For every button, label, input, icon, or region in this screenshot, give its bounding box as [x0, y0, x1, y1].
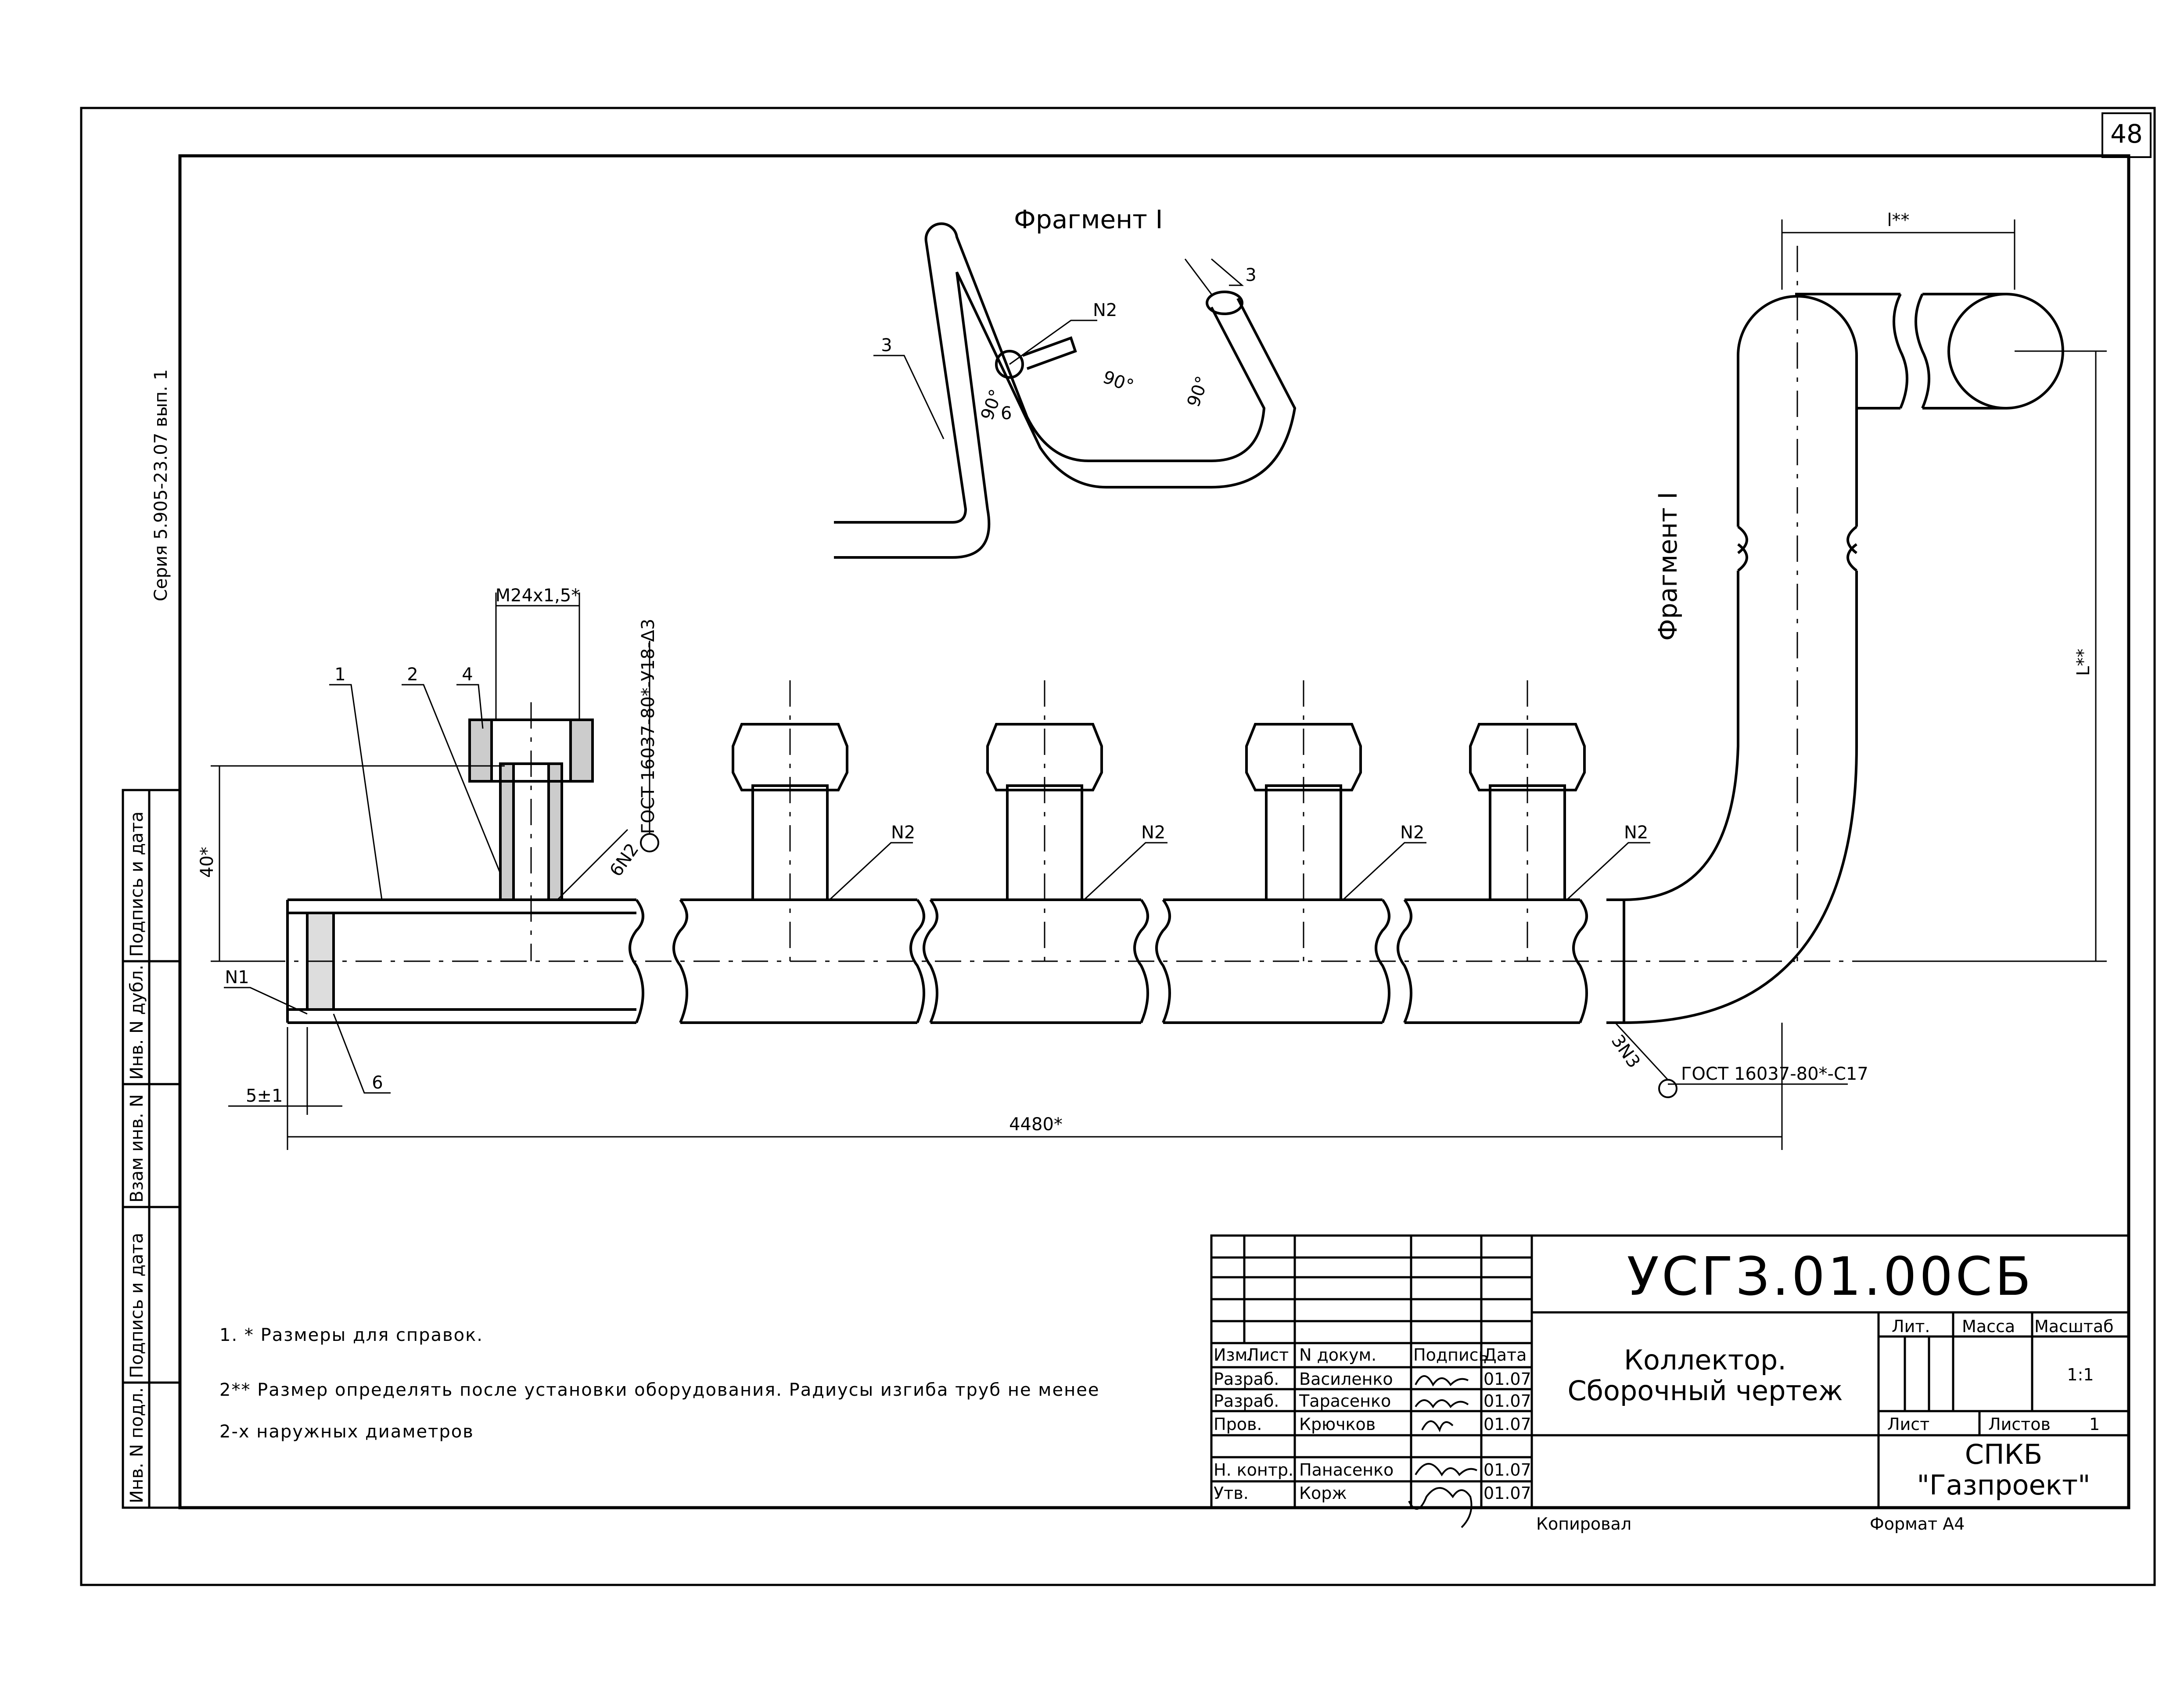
title-line-2: Сборочный чертеж — [1567, 1375, 1843, 1407]
callout-3-left: 3 — [881, 335, 892, 356]
row-5-role: Утв. — [1214, 1484, 1249, 1503]
row-2-name: Тарасенко — [1299, 1391, 1391, 1411]
dim-thread: M24x1,5* — [496, 586, 580, 606]
dim-length: 4480* — [1009, 1114, 1063, 1135]
dim-gap: 5±1 — [246, 1086, 283, 1106]
note-3: 2-х наружных диаметров — [219, 1422, 474, 1442]
org-line-1: СПКБ — [1965, 1438, 2042, 1470]
note-1: 1. * Размеры для справок. — [219, 1325, 483, 1345]
callout-n2-1: N2 — [891, 823, 915, 843]
callout-6-frag: 6 — [1001, 403, 1012, 424]
strip-inv-dubl: Инв. N дубл. — [127, 965, 147, 1080]
fragment-sketch — [834, 222, 1297, 559]
dim-height: 40* — [197, 847, 217, 878]
nipple-center-lines — [530, 680, 1528, 961]
col-data: Дата — [1484, 1345, 1527, 1365]
left-strip — [122, 789, 181, 1509]
weld-1-std: ГОСТ 16037-80*-У18-Δ3 — [638, 619, 658, 834]
footer-copied: Копировал — [1536, 1514, 1631, 1534]
dim-l-top: l** — [1887, 210, 1909, 230]
callout-n1: N1 — [225, 967, 249, 988]
page-number: 48 — [2110, 119, 2143, 149]
scale-label: Масштаб — [2034, 1317, 2114, 1336]
leader-lines — [224, 258, 1848, 1094]
sheets-label: Листов — [1988, 1415, 2051, 1434]
strip-podpis-1: Подпись и дата — [127, 1233, 147, 1378]
col-ndok: N докум. — [1299, 1345, 1376, 1365]
fragment-label-side: Фрагмент I — [1653, 492, 1683, 641]
row-1-role: Разраб. — [1214, 1369, 1279, 1389]
row-4-role: Н. контр. — [1214, 1460, 1293, 1480]
sheet-label: Лист — [1887, 1415, 1929, 1434]
footer-format: Формат А4 — [1870, 1514, 1965, 1534]
dim-l-side: L** — [2073, 649, 2094, 676]
callout-n2-frag: N2 — [1093, 300, 1117, 320]
row-2-date: 01.07 — [1484, 1391, 1531, 1411]
weld-mark-1 — [640, 833, 659, 852]
strip-inv-podl: Инв. N подл. — [127, 1387, 147, 1503]
col-list: Лист — [1246, 1345, 1289, 1365]
strip-podpis-2: Подпись и дата — [127, 812, 147, 957]
row-5-date: 01.07 — [1484, 1484, 1531, 1503]
sheets-value: 1 — [2089, 1415, 2100, 1434]
callout-4: 4 — [462, 665, 473, 685]
row-3-date: 01.07 — [1484, 1415, 1531, 1434]
row-4-date: 01.07 — [1484, 1460, 1531, 1480]
mass-label: Масса — [1962, 1317, 2015, 1336]
fragment-label-top: Фрагмент I — [1014, 205, 1163, 234]
row-1-date: 01.07 — [1484, 1369, 1531, 1389]
callout-1: 1 — [334, 665, 345, 685]
dimension-lines — [211, 219, 2107, 1150]
callout-3-right: 3 — [1245, 265, 1256, 285]
row-2-role: Разраб. — [1214, 1391, 1279, 1411]
col-podpis: Подпись — [1413, 1345, 1488, 1365]
weld-mark-2 — [1658, 1079, 1678, 1098]
callout-n2-3: N2 — [1400, 823, 1424, 843]
title-block-grid — [1210, 1234, 2130, 1509]
row-3-name: Крючков — [1299, 1415, 1376, 1434]
callout-n2-2: N2 — [1141, 823, 1165, 843]
callout-6: 6 — [372, 1073, 383, 1093]
series-label: Серия 5.905-23.07 вып. 1 — [151, 369, 171, 601]
weld-2-std: ГОСТ 16037-80*-С17 — [1681, 1064, 1868, 1084]
row-4-name: Панасенко — [1299, 1460, 1394, 1480]
row-1-name: Василенко — [1299, 1369, 1393, 1389]
note-2: 2** Размер определять после установки об… — [219, 1380, 1099, 1400]
col-izm: Изм. — [1214, 1345, 1253, 1365]
signatures — [1408, 1375, 1477, 1528]
row-5-name: Корж — [1299, 1484, 1347, 1503]
strip-vzam-inv: Взам инв. N — [127, 1094, 147, 1203]
callout-2: 2 — [407, 665, 418, 685]
doc-code: УСГЗ.01.00СБ — [1627, 1247, 2034, 1308]
row-3-role: Пров. — [1214, 1415, 1262, 1434]
org-line-2: "Газпроект" — [1917, 1469, 2090, 1501]
nipple-sectioned — [468, 719, 594, 901]
lit-label: Лит. — [1892, 1317, 1930, 1336]
title-line-1: Коллектор. — [1624, 1344, 1786, 1376]
scale-value: 1:1 — [2067, 1365, 2094, 1384]
callout-n2-4: N2 — [1624, 823, 1648, 843]
